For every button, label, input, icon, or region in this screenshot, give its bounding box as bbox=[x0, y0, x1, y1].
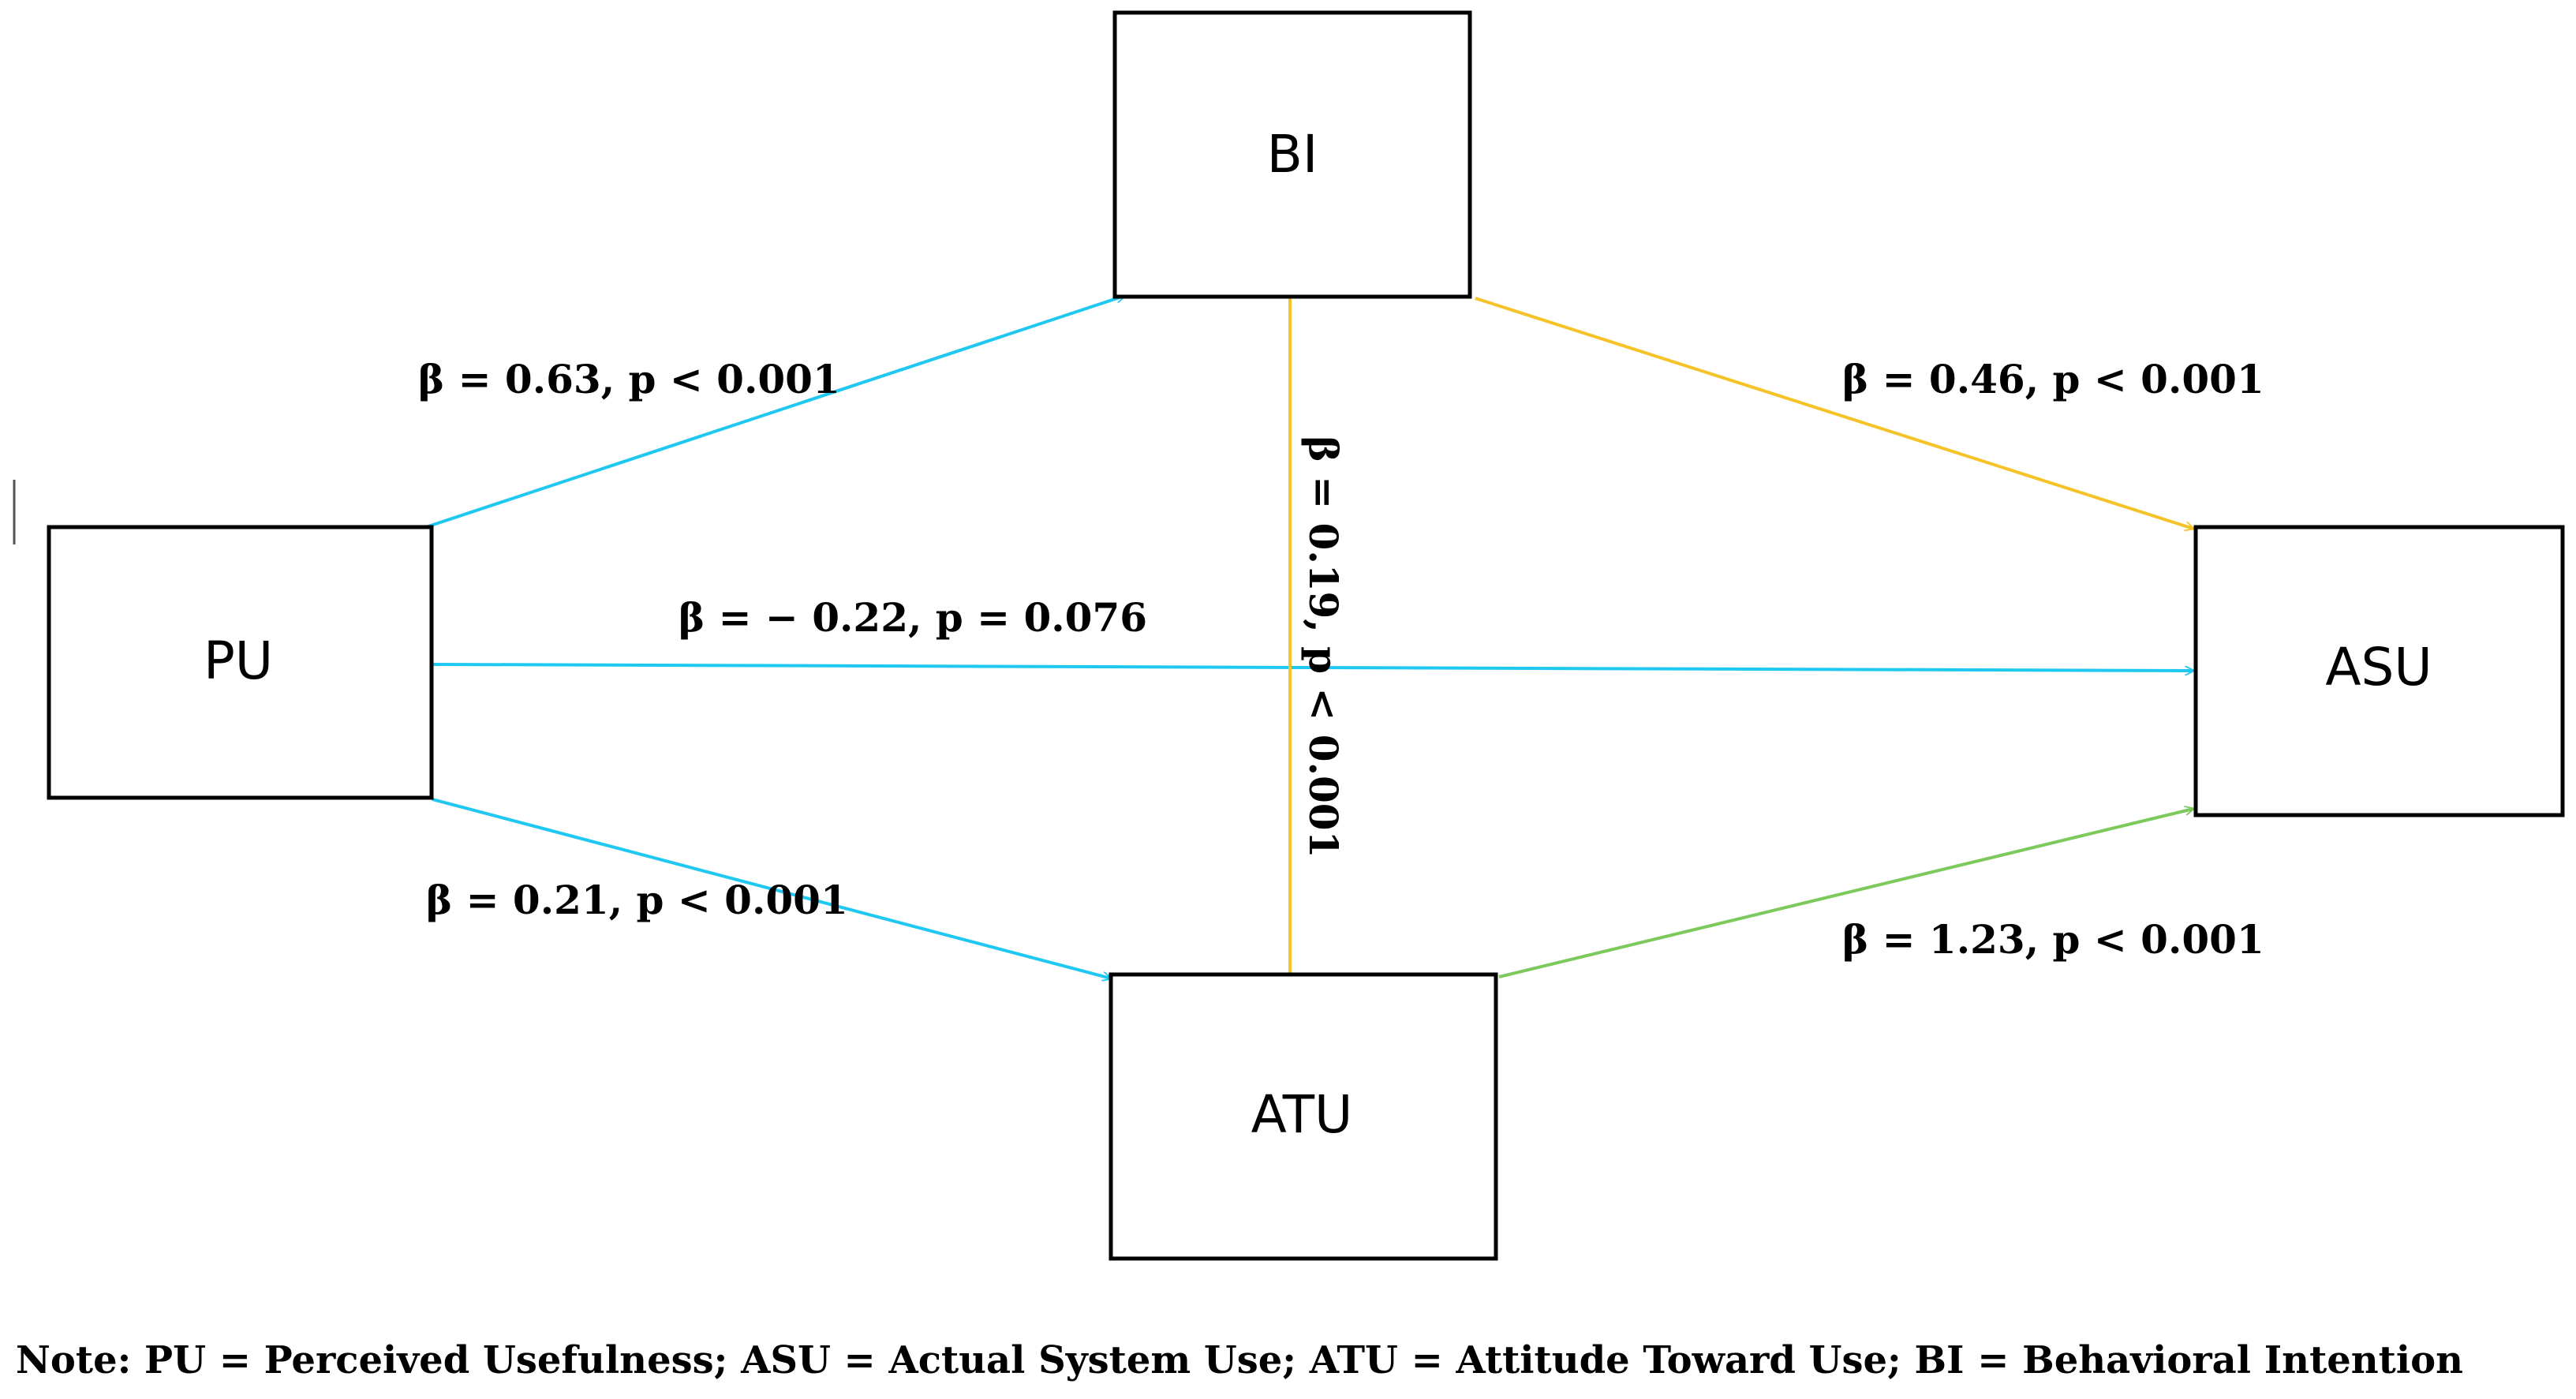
node-asu: ASU bbox=[2193, 525, 2565, 817]
edge-pu-asu-label: β = − 0.22, p = 0.076 bbox=[679, 594, 1147, 641]
footnote: Note: PU = Perceived Usefulness; ASU = A… bbox=[16, 1338, 2463, 1382]
edge-pu-bi-label: β = 0.63, p < 0.001 bbox=[418, 356, 840, 402]
node-pu: PU bbox=[47, 525, 434, 800]
node-pu-label: PU bbox=[204, 630, 273, 691]
edge-bi-asu-label: β = 0.46, p < 0.001 bbox=[1842, 356, 2264, 402]
edge-bi-atu-label: β = 0.19, p < 0.001 bbox=[1300, 436, 1347, 858]
node-bi: BI bbox=[1112, 10, 1472, 299]
edge-pu-atu bbox=[432, 798, 1111, 978]
edge-pu-atu-label: β = 0.21, p < 0.001 bbox=[426, 877, 848, 923]
edge-atu-asu bbox=[1498, 809, 2193, 978]
node-atu: ATU bbox=[1109, 972, 1498, 1261]
node-asu-label: ASU bbox=[2325, 637, 2432, 698]
edge-pu-asu bbox=[432, 663, 2193, 671]
edge-atu-asu-label: β = 1.23, p < 0.001 bbox=[1842, 916, 2264, 963]
node-bi-label: BI bbox=[1267, 124, 1318, 185]
edge-pu-bi bbox=[425, 296, 1124, 529]
edge-bi-asu bbox=[1475, 297, 2193, 529]
node-atu-label: ATU bbox=[1251, 1084, 1353, 1145]
